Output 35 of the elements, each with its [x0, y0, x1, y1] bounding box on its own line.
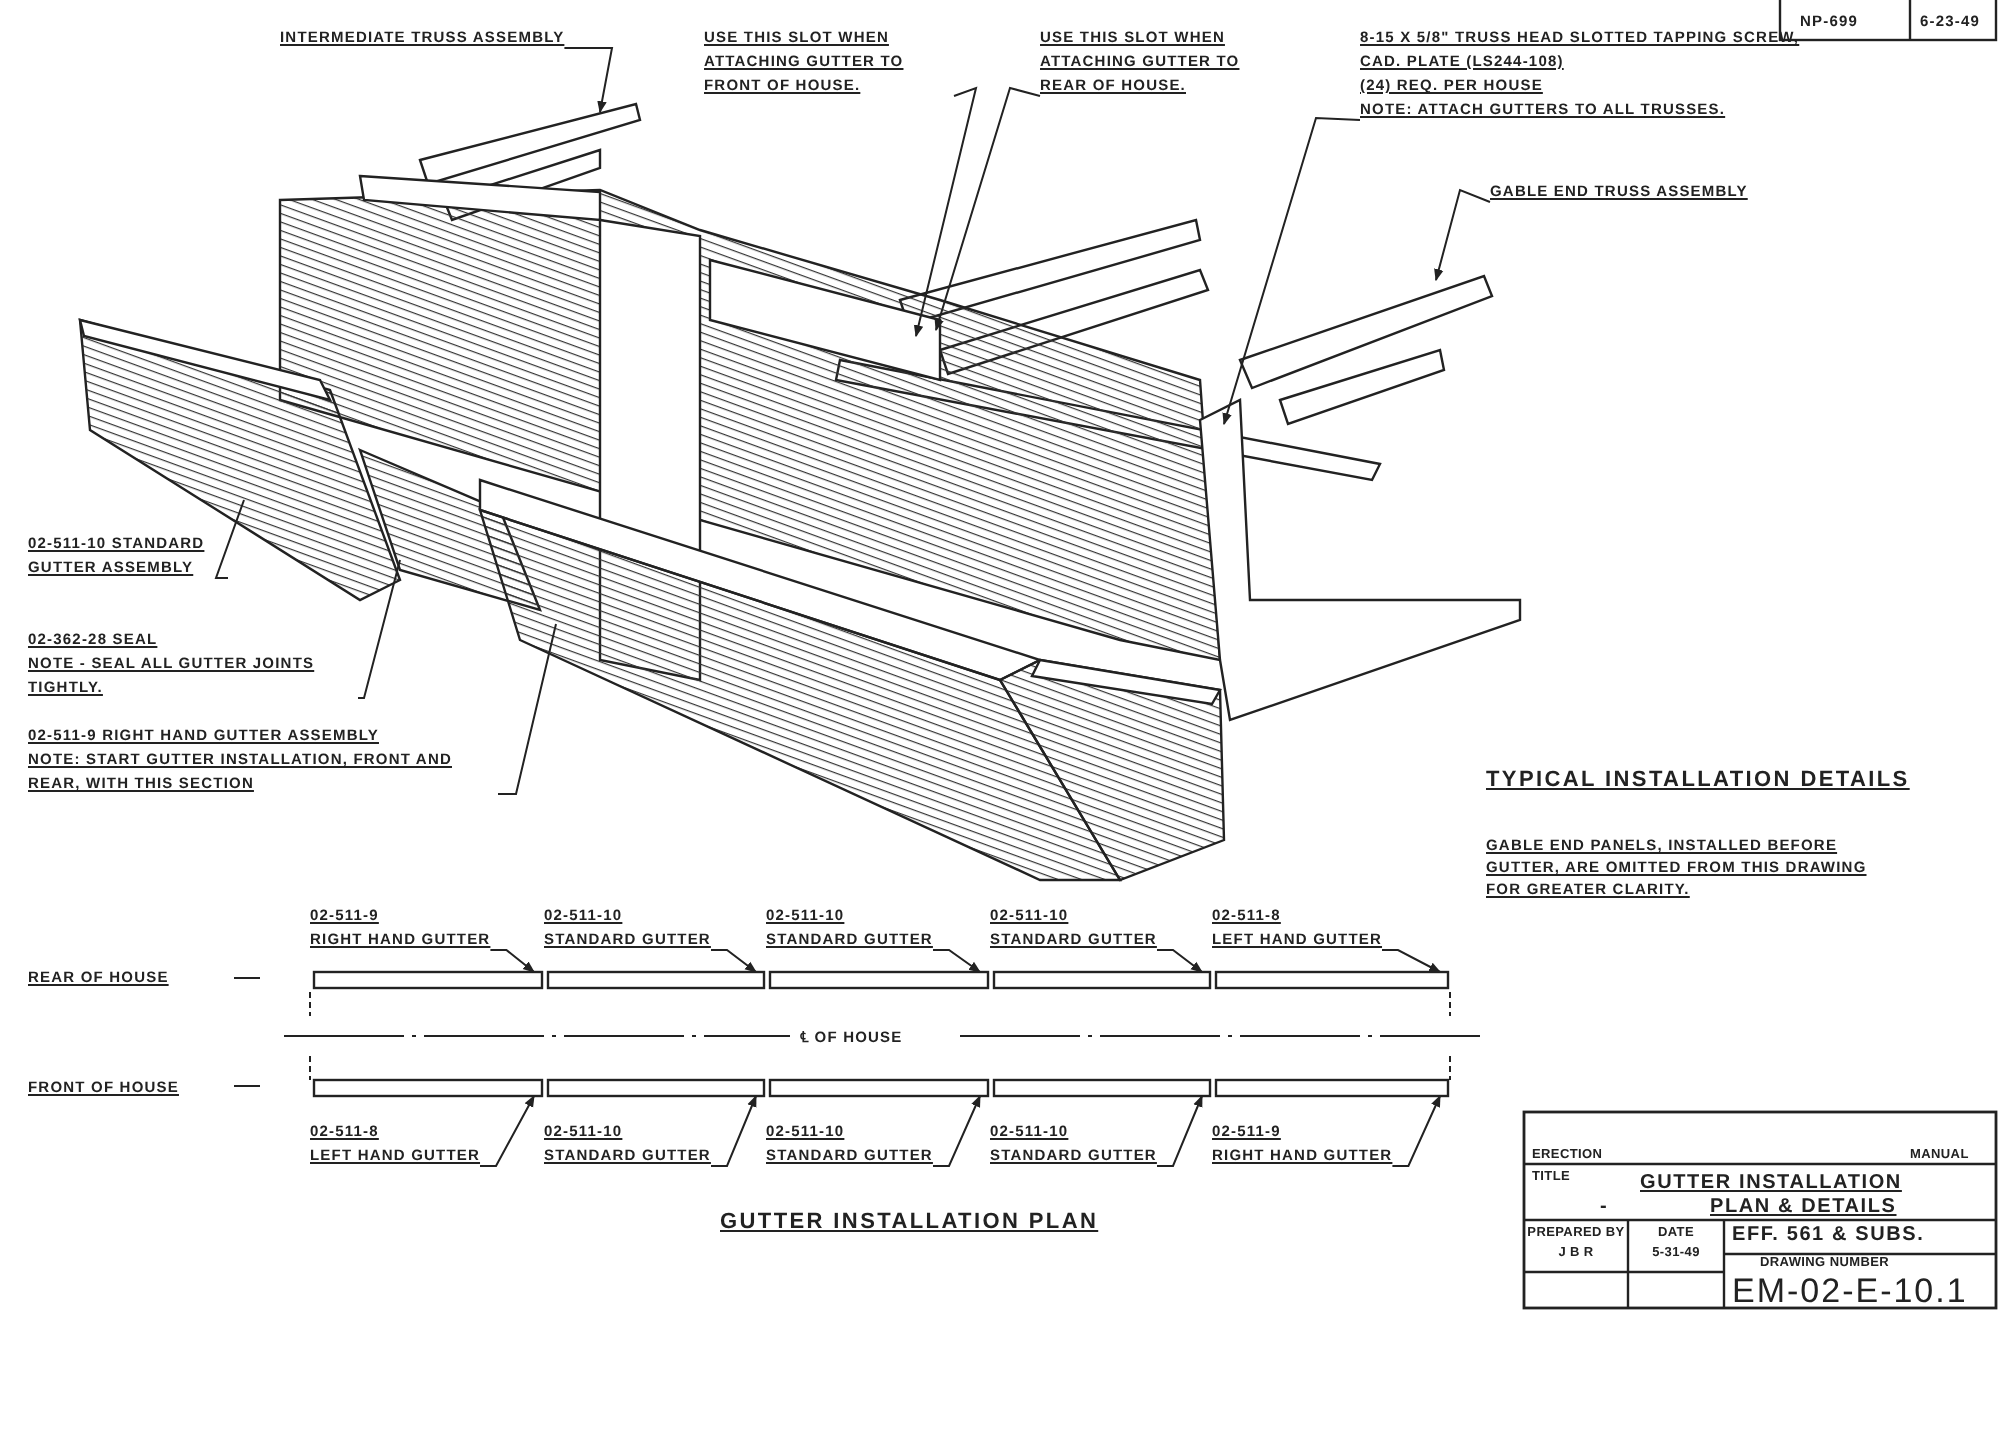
leader-line: [479, 1094, 535, 1167]
drawing-number: EM-02-E-10.1: [1732, 1274, 1970, 1310]
leader-line: [934, 86, 1041, 332]
leader-line: [932, 1094, 981, 1167]
gutter-segment: [546, 970, 766, 990]
leader-line: [497, 623, 557, 795]
plan-heading: GUTTER INSTALLATION PLAN: [720, 1212, 1099, 1234]
title-text: GUTTER INSTALLATION: [1640, 1172, 1904, 1194]
gutter-segment: [1214, 1078, 1450, 1098]
leader-line: [1156, 1094, 1203, 1167]
gutter-segment: [546, 1078, 766, 1098]
gutter-segment: [312, 970, 544, 990]
leader-line: [710, 1094, 757, 1167]
leader-line: [357, 559, 401, 699]
section-heading: TYPICAL INSTALLATION DETAILS: [1486, 770, 1910, 792]
leader-line: [913, 86, 978, 338]
gutter-segment: [992, 970, 1212, 990]
leader-line: [1391, 1094, 1441, 1167]
leader-line: [710, 949, 757, 973]
title-text: PLAN & DETAILS: [1710, 1196, 1899, 1218]
leader-line: [489, 949, 535, 973]
leader-line: [1156, 949, 1203, 973]
cell-text: EFF. 561 & SUBS.: [1732, 1224, 1927, 1246]
leader-line: [563, 47, 614, 114]
leader-line: [1381, 949, 1442, 973]
leader-line: [932, 949, 981, 973]
gutter-segment: [768, 970, 990, 990]
leader-line: [1434, 188, 1491, 282]
gutter-segment: [1214, 970, 1450, 990]
title-text: -: [1600, 1196, 1611, 1218]
leader-line: [1222, 116, 1361, 426]
leader-line: [214, 499, 245, 579]
gutter-segment: [768, 1078, 990, 1098]
gutter-segment: [312, 1078, 544, 1098]
gutter-segment: [992, 1078, 1212, 1098]
